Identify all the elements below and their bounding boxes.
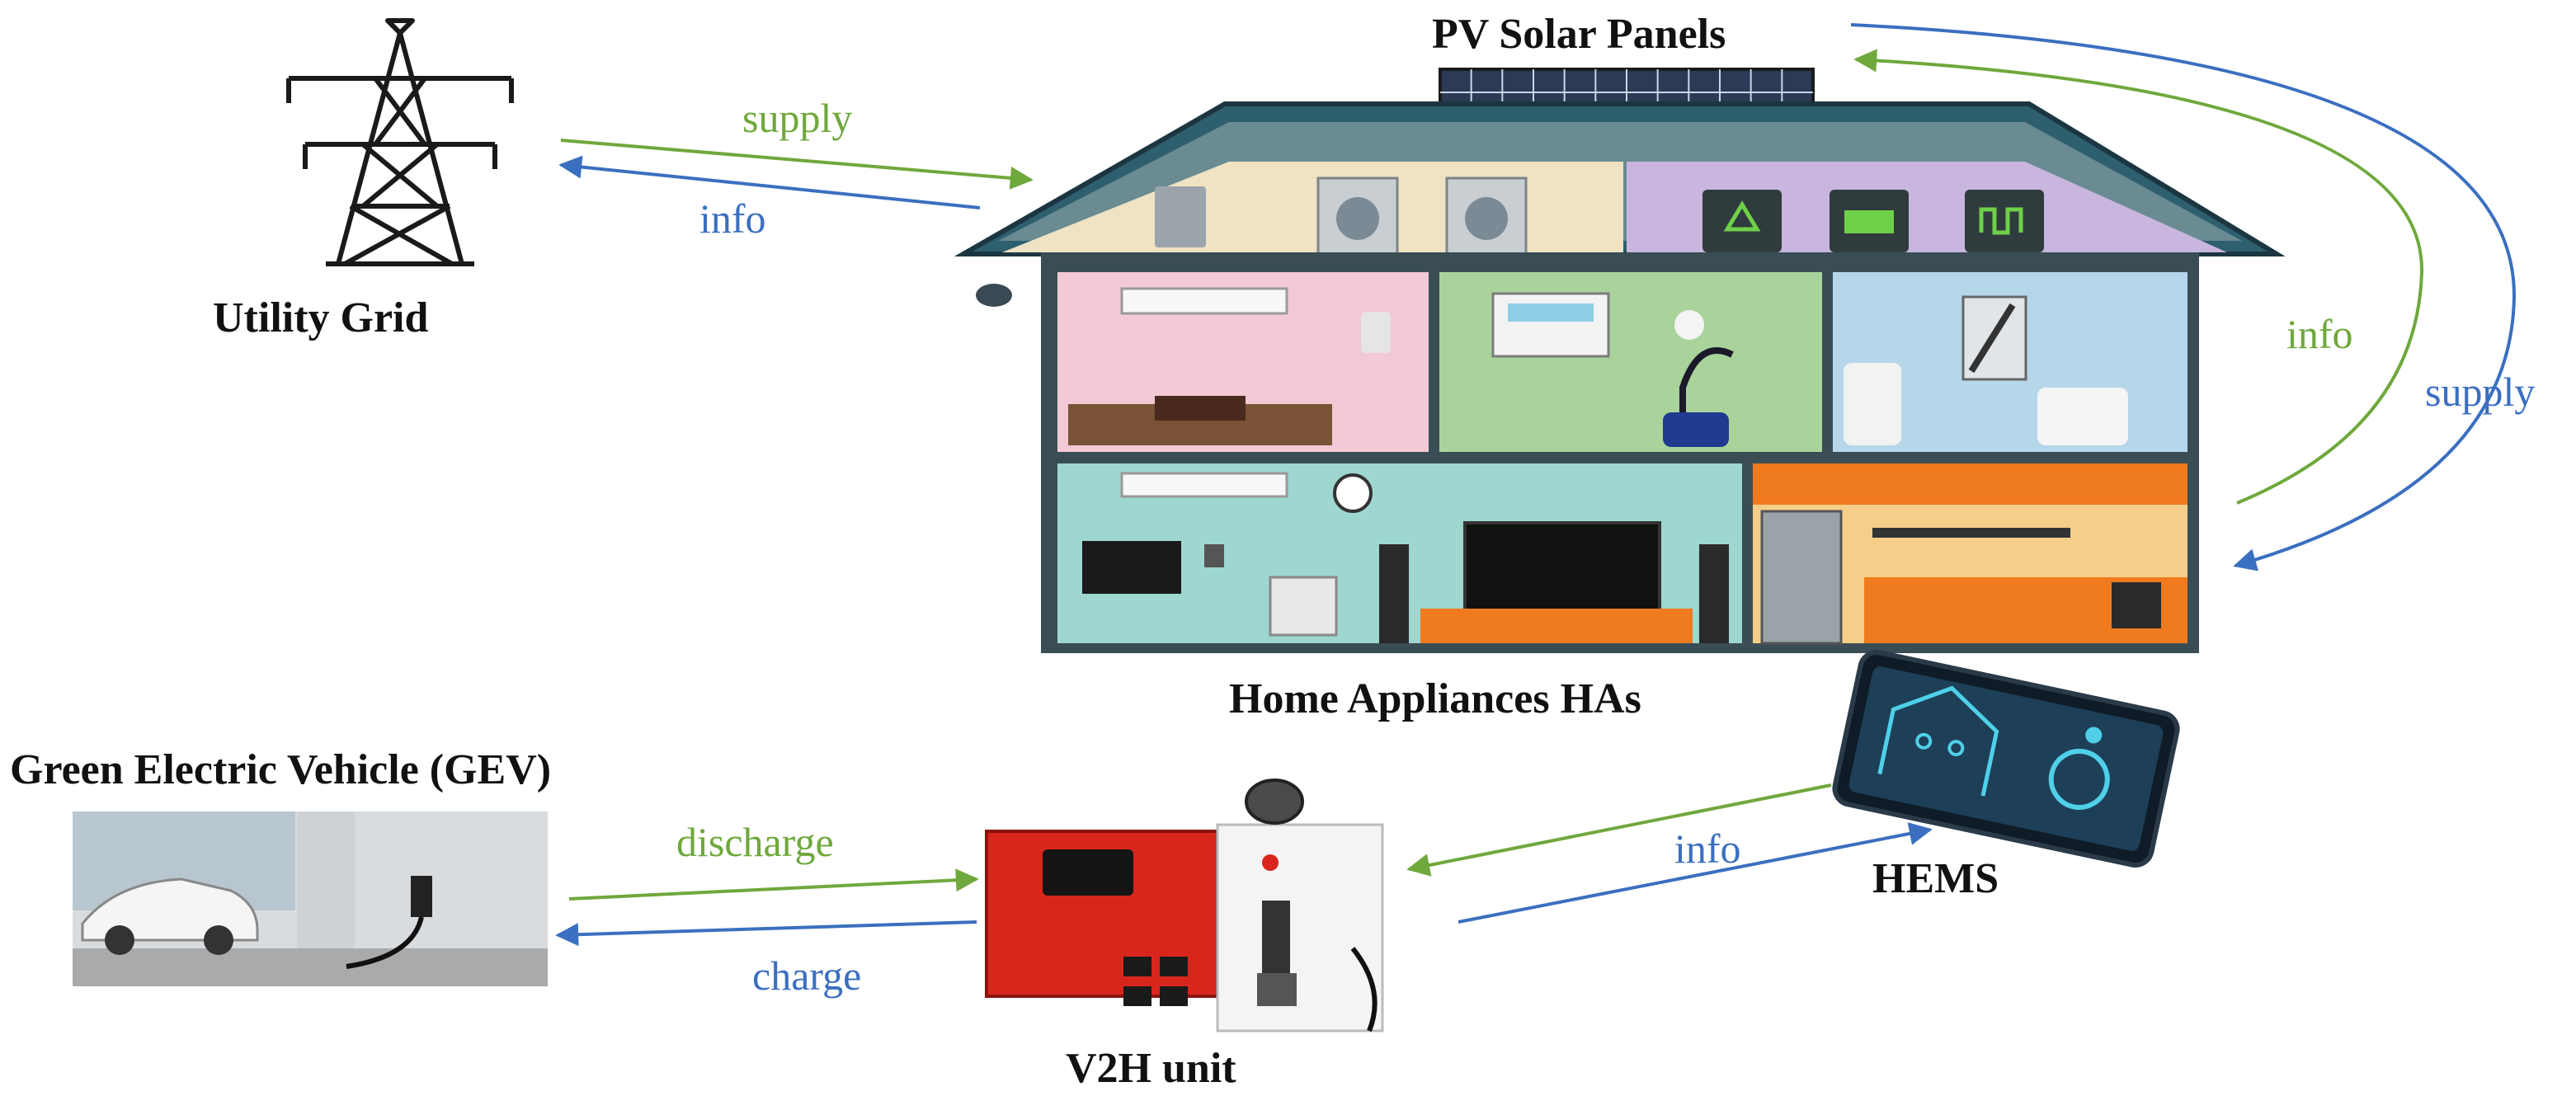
grid-info-label: info [699, 195, 766, 242]
pv-panels-label: PV Solar Panels [1432, 11, 1726, 58]
utility-grid-label: Utility Grid [213, 294, 429, 341]
ev-garage-photo [73, 811, 548, 986]
info-arrow-v2h-to-hems [1458, 822, 1933, 924]
tablet-icon [1832, 650, 2180, 868]
supply-arrow-pv-to-home [1850, 23, 2517, 572]
house-cutaway-illustration [954, 101, 2286, 653]
gev-label: Green Electric Vehicle (GEV) [10, 746, 552, 793]
hems-info-label: info [1674, 826, 1741, 872]
info-arrow-hems-to-v2h [1406, 783, 1832, 877]
home-appliances-label: Home Appliances HAs [1229, 675, 1641, 722]
pv-supply-label: supply [2425, 369, 2536, 415]
gev-discharge-label: discharge [676, 819, 834, 865]
power-pylon-icon [286, 18, 514, 266]
charge-arrow-v2h-to-gev [555, 920, 977, 947]
gev-charge-label: charge [752, 953, 862, 999]
hems-label: HEMS [1872, 855, 1999, 902]
v2h-charger-photo [985, 778, 1384, 1032]
pv-info-label: info [2286, 311, 2353, 357]
supply-arrow-grid-to-home [560, 139, 1034, 190]
info-arrow-home-to-grid [558, 155, 981, 209]
discharge-arrow-gev-to-v2h [568, 868, 979, 901]
grid-supply-label: supply [742, 95, 853, 141]
v2h-label: V2H unit [1066, 1045, 1236, 1092]
info-arrow-home-to-pv [1853, 49, 2424, 505]
